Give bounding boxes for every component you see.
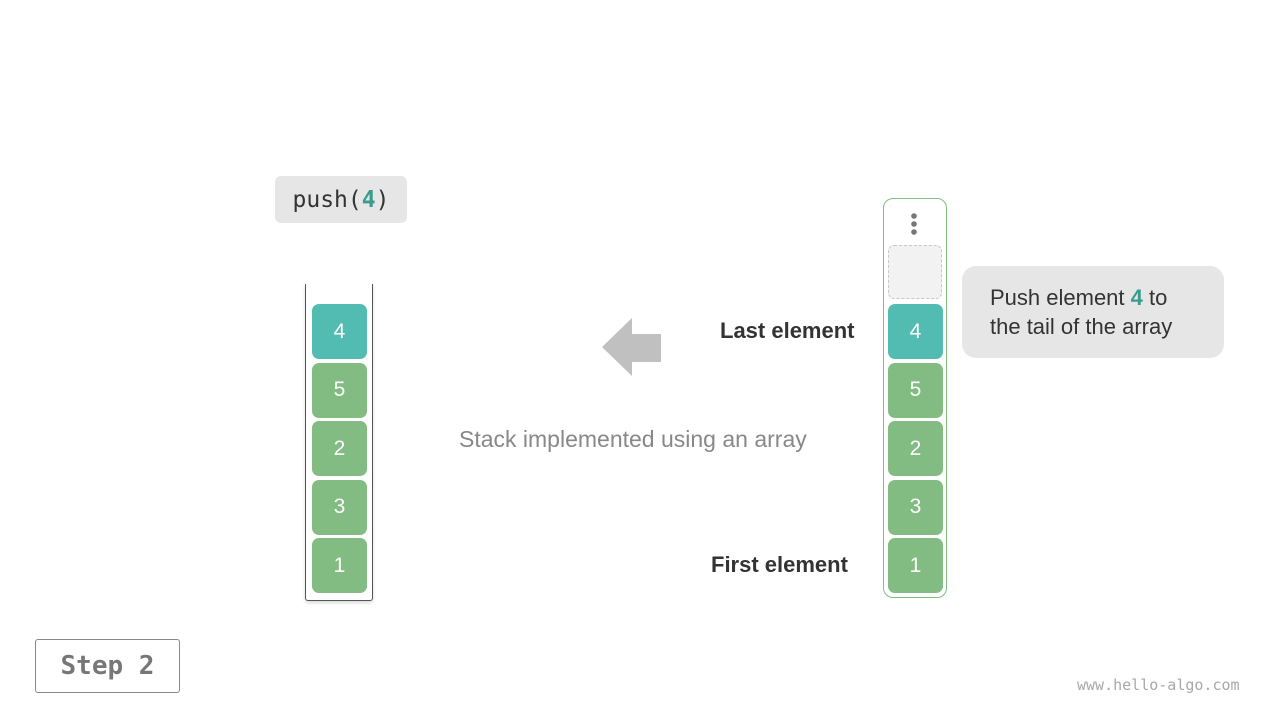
diagram-caption: Stack implemented using an array: [459, 426, 807, 452]
stack-container: [305, 284, 373, 601]
first-element-label: First element: [711, 552, 848, 577]
stack-cell-3: 3: [312, 479, 367, 535]
stack-cell-0: 4: [312, 304, 367, 359]
stack-cell-1: 5: [312, 362, 367, 418]
arrow-left-icon: [602, 318, 661, 376]
array-cell-2: 2: [888, 421, 943, 476]
array-container: [883, 198, 947, 598]
op-prefix: push(: [292, 186, 362, 213]
array-cell-0: 4: [888, 304, 943, 359]
stack-cell-4: 1: [312, 538, 367, 593]
push-operation-label: push(4): [275, 176, 407, 223]
op-suffix: ): [375, 186, 390, 213]
push-note: Push element 4 to the tail of the array: [962, 266, 1224, 358]
note-after: to the tail of the array: [990, 285, 1173, 339]
stack-cell-2: 2: [312, 421, 367, 476]
step-indicator: Step 2: [35, 639, 180, 693]
empty-array-slot: [888, 245, 942, 299]
array-cell-3: 3: [888, 479, 943, 535]
vertical-ellipsis-icon: [911, 213, 917, 235]
op-arg: 4: [361, 186, 376, 213]
note-value: 4: [1130, 285, 1143, 310]
note-before: Push element: [990, 285, 1131, 310]
array-cell-1: 5: [888, 362, 943, 418]
array-cell-4: 1: [888, 538, 943, 593]
last-element-label: Last element: [720, 318, 855, 343]
watermark: www.hello-algo.com: [1077, 676, 1240, 694]
